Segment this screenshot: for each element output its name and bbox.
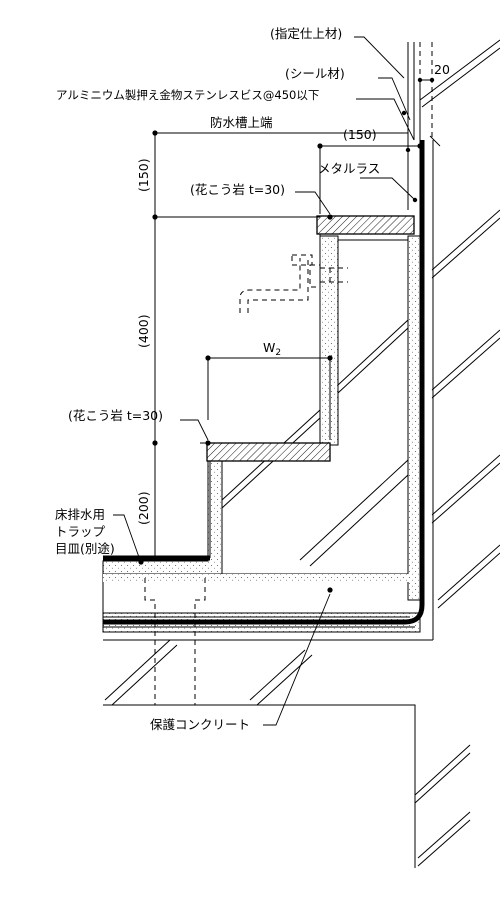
- label-granite-upper: (花こう岩 t=30): [190, 182, 285, 197]
- label-trap-line1: 床排水用: [55, 507, 105, 522]
- label-dim-20: 20: [434, 62, 450, 77]
- drain-trap-icon: [144, 578, 206, 705]
- label-sealant: (シール材): [285, 66, 345, 81]
- label-dim-150-left: (150): [136, 158, 151, 192]
- label-dim-w2: W2: [263, 340, 281, 358]
- dimension-lines: [138, 77, 435, 593]
- label-dim-150-top: (150): [343, 127, 377, 142]
- wall-hatching: [104, 39, 500, 867]
- label-granite-lower: (花こう岩 t=30): [68, 408, 163, 423]
- label-dim-400: (400): [136, 314, 151, 348]
- leader-lines: [113, 36, 441, 726]
- label-finish-material: (指定仕上材): [270, 26, 342, 41]
- label-trap-line3: 目皿(別途): [55, 541, 115, 556]
- step-lines: [221, 234, 409, 574]
- annotations: (指定仕上材) (シール材) アルミニウム製押え金物ステンレスビス@450以下 …: [55, 26, 450, 732]
- mortar-fill: [102, 235, 423, 633]
- label-aluminum-fixture: アルミニウム製押え金物ステンレスビス@450以下: [56, 88, 319, 102]
- label-metal-lath: メタルラス: [318, 161, 380, 176]
- label-trap-line2: トラップ: [55, 524, 106, 539]
- faucet-icon: [239, 254, 348, 313]
- granite-upper: [316, 215, 415, 235]
- label-tank-top-edge: 防水槽上端: [210, 115, 273, 130]
- waterproof-membrane: [103, 140, 425, 625]
- label-protective-concrete: 保護コンクリート: [150, 717, 250, 732]
- label-dim-200: (200): [136, 491, 151, 525]
- slab-outline: [102, 140, 434, 868]
- granite-lower: [206, 442, 331, 462]
